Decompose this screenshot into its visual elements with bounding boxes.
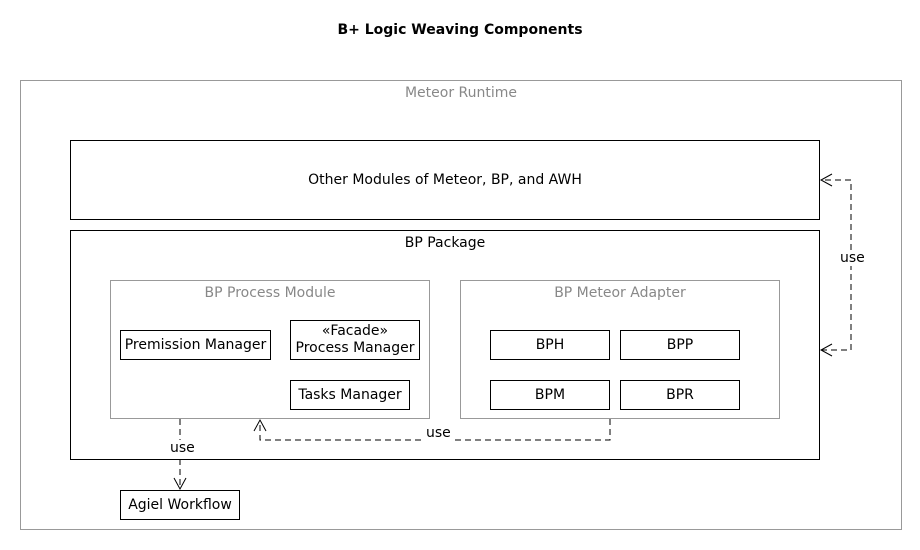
meteor-runtime-frame <box>20 80 902 530</box>
permission-manager-box: Premission Manager <box>120 330 271 360</box>
use-label-adapter: use <box>425 425 452 441</box>
bp-meteor-adapter-label: BP Meteor Adapter <box>554 285 686 301</box>
bpr-label: BPR <box>666 386 694 403</box>
bp-process-module-frame <box>110 280 430 419</box>
bp-meteor-adapter-frame <box>460 280 780 419</box>
permission-manager-label: Premission Manager <box>124 336 267 353</box>
bp-package-label: BP Package <box>404 235 486 251</box>
bpm-box: BPM <box>490 380 610 410</box>
arrowhead-process-module <box>253 418 267 432</box>
other-modules-label: Other Modules of Meteor, BP, and AWH <box>308 171 582 188</box>
tasks-manager-box: Tasks Manager <box>290 380 410 410</box>
other-modules-box: Other Modules of Meteor, BP, and AWH <box>70 140 820 220</box>
meteor-runtime-label: Meteor Runtime <box>404 85 518 101</box>
bpp-box: BPP <box>620 330 740 360</box>
arrowhead-agiel-workflow <box>173 477 187 491</box>
arrowhead-bp-package-right <box>819 343 833 357</box>
use-label-workflow: use <box>169 440 196 456</box>
bph-label: BPH <box>535 336 565 353</box>
tasks-manager-label: Tasks Manager <box>298 386 402 403</box>
agiel-workflow-box: Agiel Workflow <box>120 490 240 520</box>
diagram-title: B+ Logic Weaving Components <box>337 22 583 38</box>
bp-process-module-label: BP Process Module <box>204 285 336 301</box>
bpm-label: BPM <box>534 386 566 403</box>
process-manager-label: Process Manager <box>295 340 415 356</box>
process-manager-box: «Facade» Process Manager <box>290 320 420 360</box>
bph-box: BPH <box>490 330 610 360</box>
agiel-workflow-label: Agiel Workflow <box>128 496 232 513</box>
use-label-right: use <box>839 250 866 266</box>
bpp-label: BPP <box>666 336 694 353</box>
bpr-box: BPR <box>620 380 740 410</box>
bp-package-frame <box>70 230 820 460</box>
facade-stereotype-label: «Facade» <box>321 323 389 339</box>
arrowhead-other-modules <box>819 173 833 187</box>
